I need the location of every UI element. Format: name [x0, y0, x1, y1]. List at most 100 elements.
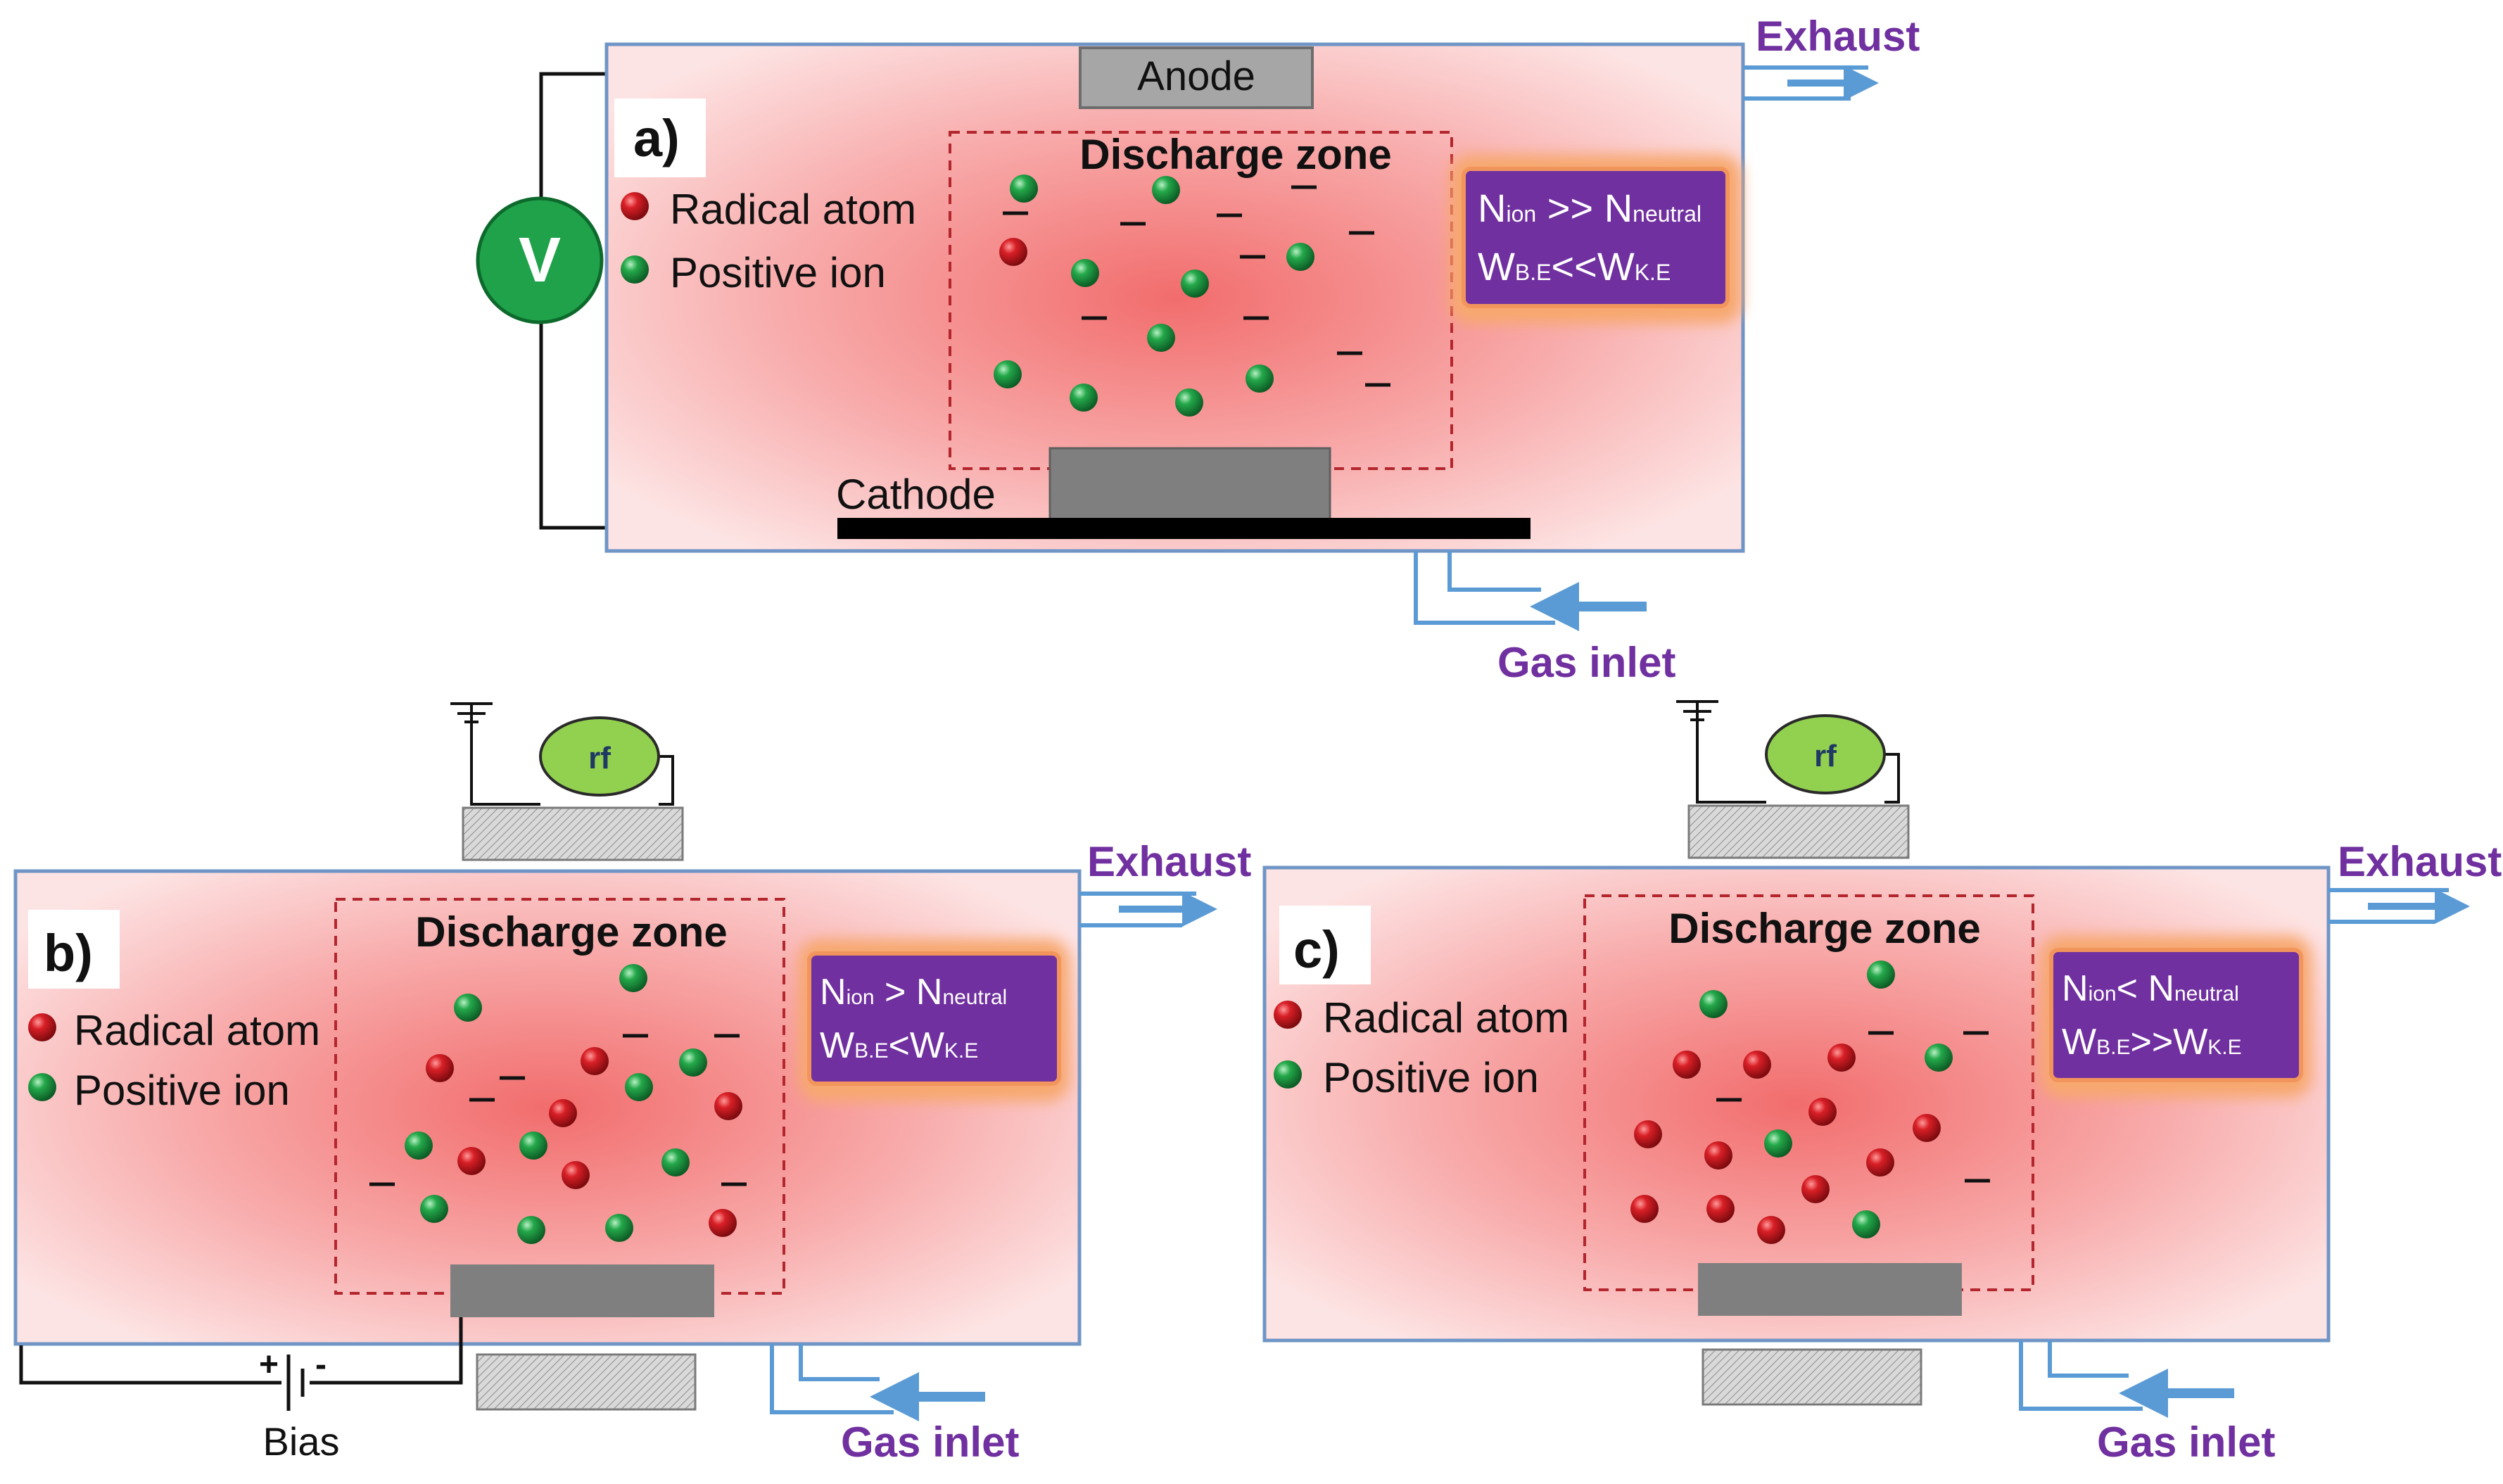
sample-holder-a: [1048, 447, 1331, 524]
legend-radical-dot-a: [621, 192, 649, 220]
bottom-electrode-c: [1702, 1348, 1922, 1406]
positive-ion-a-3: [1071, 259, 1099, 287]
panel-label-bg-b: [28, 910, 120, 989]
positive-ion-b-13: [420, 1195, 448, 1223]
exhaust-label-c: Exhaust: [2338, 838, 2502, 885]
positive-ion-b-0: [619, 964, 647, 992]
rf-ground-b: [450, 702, 493, 732]
legend-ion-label-c: Positive ion: [1323, 1054, 1539, 1101]
positive-ion-a-8: [1070, 383, 1098, 412]
panel-label-b: b): [44, 924, 93, 982]
positive-ion-a-9: [1175, 388, 1203, 417]
bias-plus: +: [259, 1346, 279, 1383]
radical-atom-b-6: [549, 1099, 577, 1127]
radical-atom-c-6: [1808, 1098, 1837, 1126]
exhaust-label-b: Exhaust: [1087, 838, 1251, 885]
info-line2-c: WB.E>>WK.E: [2062, 1022, 2242, 1063]
particles-a: [994, 175, 1390, 417]
positive-ion-c-16: [1852, 1210, 1880, 1238]
substrate-b: [450, 1264, 714, 1317]
positive-ion-a-5: [1286, 243, 1314, 271]
radical-atom-c-10: [1866, 1148, 1894, 1177]
radical-atom-c-4: [1827, 1044, 1856, 1072]
rf-wire-b: [470, 721, 674, 806]
positive-ion-a-0: [1010, 175, 1038, 203]
positive-ion-c-1: [1699, 990, 1728, 1018]
positive-ion-c-0: [1867, 960, 1895, 989]
radical-atom-b-2: [426, 1054, 454, 1082]
positive-ion-a-1: [1152, 176, 1180, 204]
panel-b: rf b) Radical atom Positive ion Discharg…: [13, 702, 1251, 1466]
discharge-zone-label-a: Discharge zone: [1079, 131, 1391, 178]
discharge-zone-label-b: Discharge zone: [415, 908, 727, 956]
radical-atom-b-7: [714, 1092, 742, 1120]
info-line1-c: Nion< Nneutral: [2062, 968, 2239, 1009]
radical-atom-c-11: [1913, 1114, 1941, 1142]
positive-ion-c-5: [1925, 1044, 1953, 1072]
bottom-electrode-b: [476, 1353, 697, 1411]
rf-wire-c: [1696, 719, 1900, 804]
info-line1-a: Nion >> Nneutral: [1478, 186, 1702, 230]
positive-ion-b-15: [605, 1214, 633, 1242]
discharge-zone-label-c: Discharge zone: [1668, 905, 1980, 952]
positive-ion-a-6: [1147, 324, 1175, 352]
radical-atom-c-13: [1630, 1195, 1659, 1223]
rf-label-c: rf: [1814, 739, 1837, 773]
positive-ion-b-12: [661, 1148, 690, 1177]
radical-atom-c-12: [1801, 1175, 1830, 1203]
radical-atom-c-7: [1634, 1120, 1662, 1148]
gas-inlet-pipe-c: [2019, 1340, 2143, 1411]
radical-atom-b-16: [709, 1209, 737, 1237]
legend-ion-label-b: Positive ion: [74, 1067, 290, 1114]
radical-atom-a-2: [999, 238, 1027, 266]
rf-coil-c: [1687, 804, 1910, 859]
gas-inlet-label-b: Gas inlet: [841, 1419, 1019, 1466]
rf-source-c: [1765, 714, 1886, 794]
radical-atom-b-11: [562, 1161, 590, 1189]
info-line2-b: WB.E<WK.E: [820, 1025, 978, 1066]
exhaust-pipe-b: [1079, 892, 1196, 927]
bias-battery-b: [286, 1355, 305, 1411]
positive-ion-b-5: [625, 1073, 653, 1101]
legend-radical-dot-b: [28, 1013, 56, 1041]
positive-ion-b-1: [454, 994, 482, 1022]
rf-source-b: [539, 716, 660, 797]
radical-atom-b-9: [457, 1147, 486, 1175]
anode-label: Anode: [1137, 53, 1255, 99]
positive-ion-c-9: [1764, 1129, 1792, 1158]
positive-ion-b-14: [517, 1216, 545, 1244]
exhaust-label-a: Exhaust: [1756, 13, 1920, 60]
info-box-a: [1462, 167, 1730, 308]
substrate-c: [1698, 1263, 1962, 1316]
legend-radical-label-c: Radical atom: [1323, 994, 1569, 1041]
exhaust-pipe-c: [2328, 888, 2449, 924]
info-box-c: [2049, 948, 2303, 1082]
positive-ion-b-4: [679, 1048, 707, 1077]
voltmeter: [476, 196, 604, 324]
info-box-b: [807, 951, 1061, 1086]
rf-ground-c: [1676, 700, 1718, 730]
positive-ion-b-10: [519, 1131, 547, 1160]
panel-label-a: a): [633, 109, 680, 167]
legend-ion-dot-a: [621, 255, 649, 284]
radical-atom-c-3: [1743, 1051, 1771, 1079]
particles-b: [369, 964, 747, 1244]
gas-inlet-pipe-a: [1414, 551, 1555, 625]
bias-minus: -: [315, 1346, 327, 1383]
panel-c: rf c) Radical atom Positive ion Discharg…: [1262, 700, 2502, 1466]
legend-radical-label-b: Radical atom: [74, 1007, 320, 1054]
legend-ion-dot-b: [28, 1073, 56, 1101]
gas-inlet-label-a: Gas inlet: [1497, 639, 1675, 686]
info-line2-a: WB.E<<WK.E: [1478, 244, 1671, 288]
positive-ion-a-7: [994, 360, 1022, 388]
cathode-label: Cathode: [836, 471, 996, 518]
info-line1-b: Nion > Nneutral: [820, 972, 1007, 1013]
legend-radical-dot-c: [1274, 1001, 1302, 1029]
legend-ion-label-a: Positive ion: [670, 249, 886, 296]
gas-inlet-pipe-b: [770, 1344, 894, 1414]
legend-ion-dot-c: [1274, 1060, 1302, 1089]
gas-inlet-label-c: Gas inlet: [2097, 1419, 2275, 1466]
radical-atom-c-15: [1757, 1216, 1785, 1244]
positive-ion-a-4: [1181, 269, 1209, 298]
rf-coil-b: [462, 806, 684, 861]
